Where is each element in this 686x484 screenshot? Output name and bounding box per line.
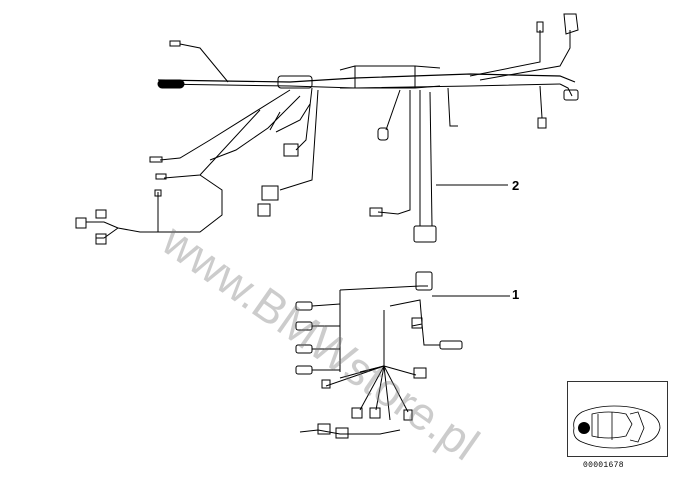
harness-bottom-connector — [413, 225, 437, 243]
diagram-part-number: 00001678 — [583, 461, 624, 470]
vehicle-location-thumbnail — [567, 381, 668, 457]
car-outline-icon — [573, 405, 661, 449]
harness-central-sleeve — [354, 65, 416, 89]
callout-number-1: 1 — [512, 287, 520, 302]
callout-number-2: 2 — [512, 178, 520, 193]
main-wiring-harness — [75, 13, 579, 245]
sub-wiring-harness — [295, 271, 510, 439]
sub-harness-top-connector — [415, 271, 433, 291]
component-location-dot-icon — [578, 422, 590, 434]
harness-joint-left — [277, 75, 313, 89]
harness-trunk — [157, 73, 576, 83]
harness-left-connector — [157, 79, 185, 89]
